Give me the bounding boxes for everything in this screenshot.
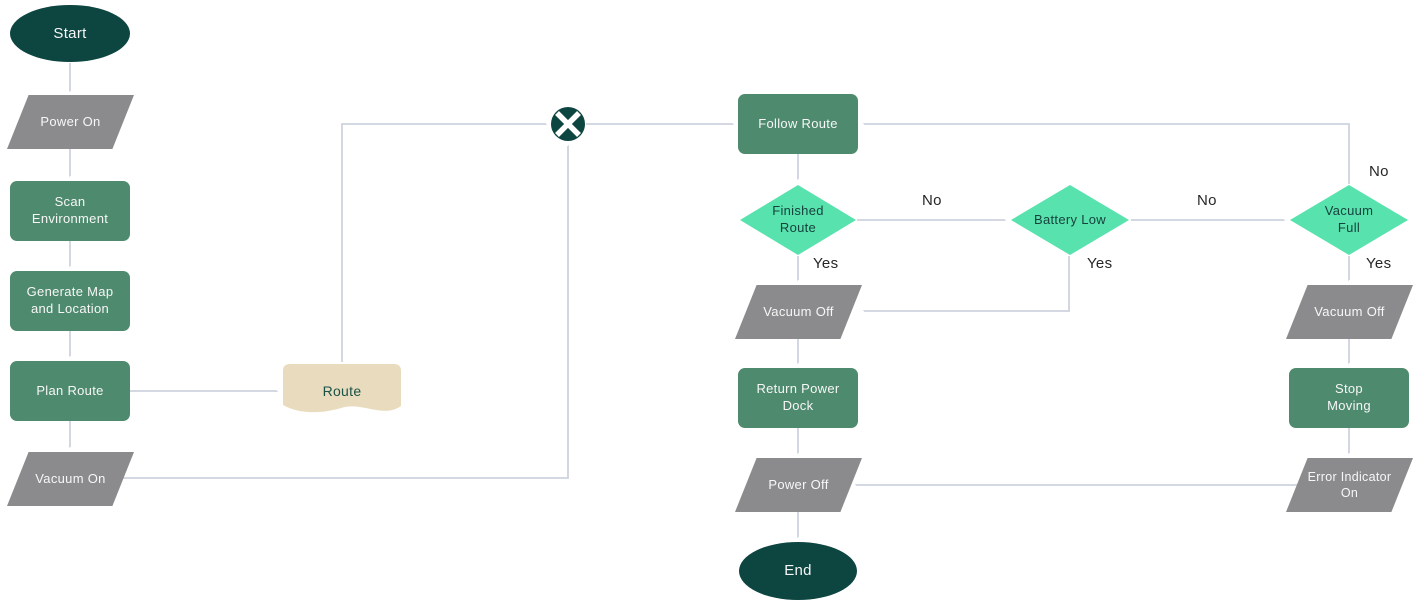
node-power-off: Power Off [735, 458, 862, 512]
edge-label-finished-route-yes: Yes [813, 255, 839, 272]
node-error-indicator-on-label: Error Indicator On [1307, 470, 1392, 500]
node-generate-map-label: Generate Map and Location [26, 284, 114, 316]
node-battery-low-label: Battery Low [1034, 211, 1106, 227]
node-stop-moving-label: Stop Moving [1327, 381, 1371, 413]
node-start: Start [10, 5, 130, 62]
edge-label-battery-low-yes: Yes [1087, 255, 1113, 272]
node-vacuum-off-left-label: Vacuum Off [763, 303, 834, 319]
node-generate-map: Generate Map and Location [10, 271, 130, 331]
node-vacuum-off-right: Vacuum Off [1286, 285, 1413, 339]
node-scan-environment-label: Scan Environment [31, 194, 109, 226]
node-error-indicator-on: Error Indicator On [1286, 458, 1413, 512]
node-plan-route: Plan Route [10, 361, 130, 421]
node-vacuum-on: Vacuum On [7, 452, 134, 506]
node-power-on: Power On [7, 95, 134, 149]
edge-label-vacuum-full-no: No [1369, 163, 1389, 180]
node-route-document: Route [282, 363, 402, 421]
node-follow-route-label: Follow Route [758, 115, 838, 131]
merge-junction-icon [551, 107, 585, 141]
node-scan-environment: Scan Environment [10, 181, 130, 241]
node-finished-route-label: Finished Route [772, 203, 824, 235]
node-power-off-label: Power Off [768, 476, 829, 492]
node-plan-route-label: Plan Route [36, 382, 104, 398]
edge-label-finished-route-no: No [922, 192, 942, 209]
node-vacuum-full-label: Vacuum Full [1324, 203, 1374, 235]
node-return-power-dock: Return Power Dock [738, 368, 858, 428]
node-start-label: Start [53, 24, 87, 42]
node-vacuum-off-left: Vacuum Off [735, 285, 862, 339]
edge-label-vacuum-full-yes: Yes [1366, 255, 1392, 272]
node-power-on-label: Power On [40, 113, 101, 129]
node-vacuum-off-right-label: Vacuum Off [1314, 303, 1385, 319]
document-shape [283, 364, 401, 413]
node-stop-moving: Stop Moving [1289, 368, 1409, 428]
node-end: End [739, 542, 857, 600]
node-return-power-dock-label: Return Power Dock [756, 381, 840, 413]
edge-label-battery-low-no: No [1197, 192, 1217, 209]
node-end-label: End [784, 562, 812, 580]
node-follow-route: Follow Route [738, 94, 858, 154]
node-vacuum-on-label: Vacuum On [35, 470, 106, 486]
